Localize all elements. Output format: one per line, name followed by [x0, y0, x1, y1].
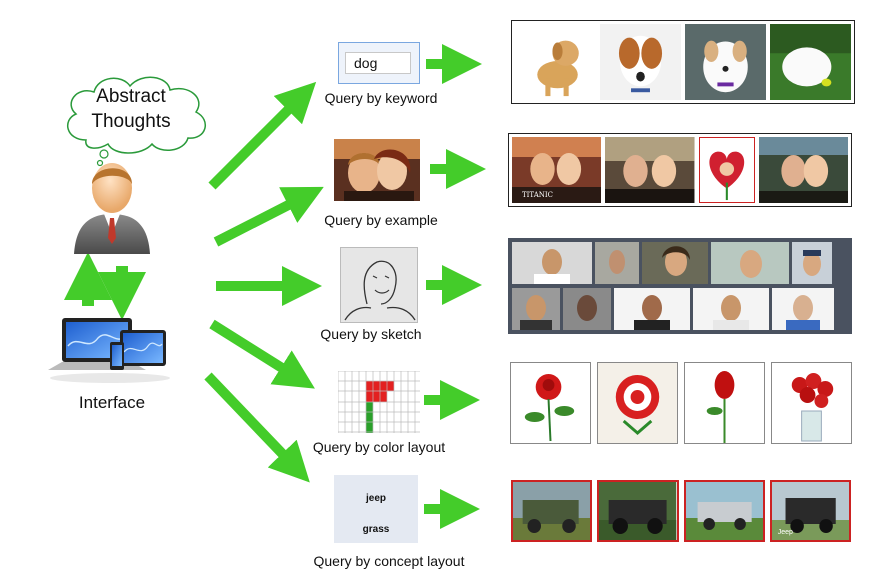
thought-line-1: Abstract	[96, 86, 166, 107]
result-face-9[interactable]	[693, 287, 769, 330]
result-face-4[interactable]	[711, 242, 789, 284]
result-titanic-3[interactable]	[698, 137, 755, 203]
result-rose-4[interactable]	[771, 362, 852, 444]
caption-keyword: Query by keyword	[324, 90, 438, 106]
result-face-5[interactable]	[792, 242, 832, 284]
result-face-10[interactable]	[772, 287, 834, 330]
result-titanic-2[interactable]	[605, 137, 695, 203]
caption-concept-layout: Query by concept layout	[313, 553, 465, 569]
result-jeep-4[interactable]: Jeep	[769, 480, 851, 542]
keyword-input[interactable]: dog	[345, 52, 411, 74]
jeep-text: Jeep	[777, 529, 793, 536]
result-dog-2[interactable]	[600, 24, 681, 100]
caption-example: Query by example	[324, 212, 438, 228]
result-jeep-2[interactable]	[597, 480, 679, 542]
arrow-to-keyword	[208, 81, 317, 190]
result-jeep-1[interactable]	[511, 480, 593, 542]
results-color-layout	[510, 362, 852, 444]
result-dog-4[interactable]	[770, 24, 851, 100]
color-layout-grid[interactable]	[337, 370, 420, 433]
devices-image	[40, 312, 180, 386]
thought-cloud: Abstract Thoughts	[56, 68, 216, 168]
interface-label: Interface	[78, 393, 146, 412]
result-rose-1[interactable]	[510, 362, 591, 444]
result-face-3[interactable]	[642, 242, 708, 284]
result-face-1[interactable]	[512, 242, 592, 284]
sketch-query-canvas[interactable]	[340, 247, 418, 323]
results-example: TITANIC	[508, 133, 852, 207]
results-concept-layout: Jeep	[511, 480, 851, 542]
arrow-to-concept-layout	[204, 372, 310, 483]
arrow-to-example	[213, 186, 324, 247]
result-face-6[interactable]	[512, 287, 560, 330]
result-face-8[interactable]	[614, 287, 690, 330]
thought-line-2: Thoughts	[91, 111, 171, 132]
caption-sketch: Query by sketch	[320, 326, 422, 342]
keyword-search-box[interactable]: dog	[338, 42, 420, 84]
result-dog-1[interactable]	[515, 24, 596, 100]
arrow-to-color-layout	[209, 319, 315, 389]
titanic-text: TITANIC	[522, 191, 554, 199]
result-rose-2[interactable]	[597, 362, 678, 444]
result-jeep-3[interactable]	[683, 480, 765, 542]
person-icon	[70, 158, 154, 254]
example-query-image[interactable]	[334, 139, 420, 201]
result-rose-3[interactable]	[684, 362, 765, 444]
result-titanic-4[interactable]	[758, 137, 848, 203]
result-dog-3[interactable]	[685, 24, 766, 100]
concept-grass-label: grass	[362, 524, 390, 535]
concept-layout-box[interactable]: jeep grass	[334, 475, 418, 543]
result-face-7[interactable]	[563, 287, 611, 330]
caption-color-layout: Query by color layout	[312, 439, 446, 455]
results-sketch	[508, 238, 852, 334]
concept-jeep-label: jeep	[365, 493, 386, 504]
results-keyword	[511, 20, 855, 104]
result-face-2[interactable]	[595, 242, 639, 284]
keyword-input-value: dog	[354, 55, 378, 71]
result-titanic-1[interactable]: TITANIC	[512, 137, 602, 203]
